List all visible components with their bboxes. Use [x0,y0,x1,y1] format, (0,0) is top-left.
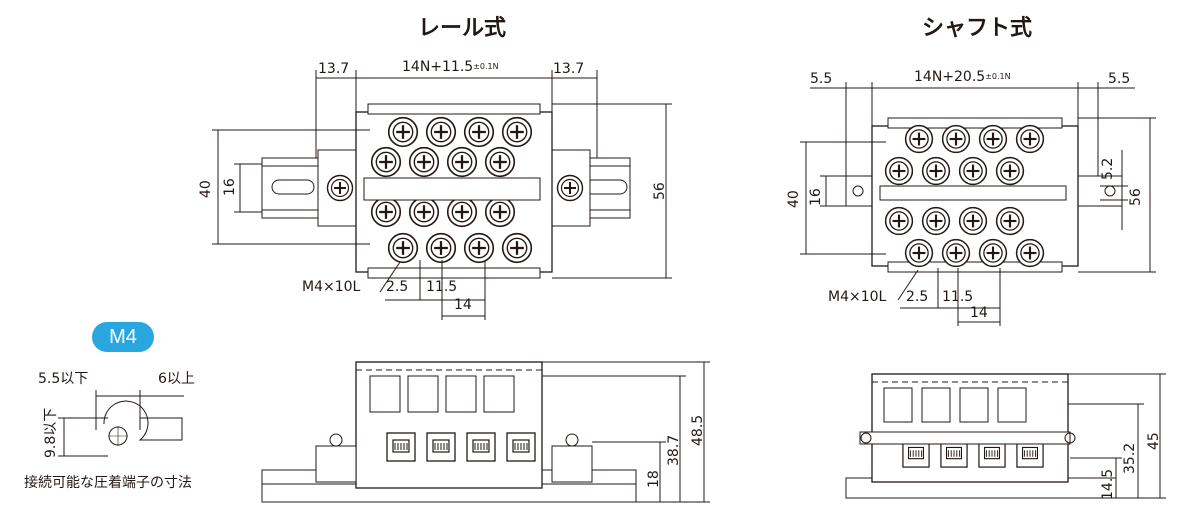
rail-dim-right: 13.7 [553,61,585,77]
shaft-dim-height-40: 40 [786,190,802,208]
rail-top-view [212,70,672,320]
rail-dim-center-main: 14N+11.5 [402,59,474,75]
rail-dim-left: 13.7 [318,61,350,77]
shaft-dim-height-16: 16 [808,188,824,206]
rail-side-dim-38-7: 38.7 [666,434,682,466]
rail-title: レール式 [418,16,507,41]
shaft-top-view [800,82,1156,326]
shaft-dim-14: 14 [970,305,988,321]
m4-badge: M4 [92,322,154,352]
rail-dim-11-5: 11.5 [426,279,458,295]
rail-dim-14: 14 [454,297,472,313]
shaft-dim-center-main: 14N+20.5 [914,69,986,85]
rail-dim-center: 14N+11.5±0.1N [402,60,499,74]
shaft-dim-left: 5.5 [810,71,833,87]
terminal-dim-6: 6以上 [158,371,195,387]
shaft-side-dim-45: 45 [1146,432,1162,450]
shaft-dim-height-5-2: 5.2 [1100,157,1116,180]
rail-screw-label: M4×10L [302,279,361,295]
shaft-title: シャフト式 [922,16,1033,41]
rail-dim-center-tolerance: ±0.1N [473,62,499,71]
rail-side-dim-18: 18 [646,470,662,488]
shaft-dim-right: 5.5 [1108,71,1131,87]
shaft-dim-2-5: 2.5 [906,289,929,305]
terminal-dim-5-5: 5.5以下 [38,371,89,387]
rail-side-view [261,361,710,503]
shaft-dim-center-tolerance: ±0.1N [985,72,1011,81]
shaft-side-dim-14-5: 14.5 [1100,468,1116,500]
terminal-caption: 接続可能な圧着端子の寸法 [24,475,192,491]
rail-side-dim-48-5: 48.5 [690,414,706,446]
shaft-dim-11-5: 11.5 [942,289,974,305]
shaft-screw-label: M4×10L [828,289,887,305]
shaft-side-view [845,373,1166,499]
shaft-side-dim-35-2: 35.2 [1122,442,1138,474]
crimp-terminal-detail [58,390,184,457]
rail-dim-height-56: 56 [652,182,668,200]
shaft-dim-height-56: 56 [1128,188,1144,206]
rail-dim-2-5: 2.5 [386,279,409,295]
rail-dim-height-40: 40 [198,180,214,198]
terminal-dim-9-8: 9.8以下 [43,407,59,458]
rail-dim-height-16: 16 [222,178,238,196]
shaft-dim-center: 14N+20.5±0.1N [914,70,1011,84]
